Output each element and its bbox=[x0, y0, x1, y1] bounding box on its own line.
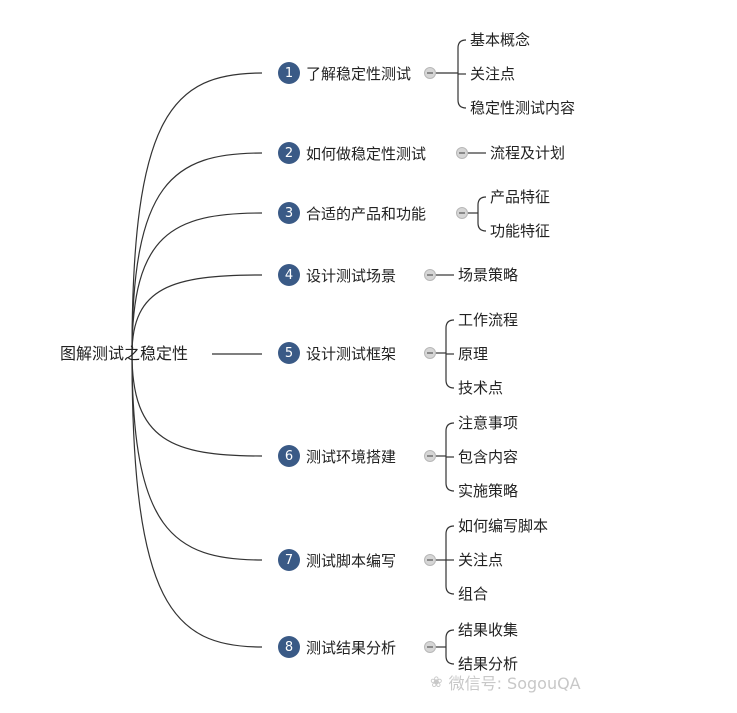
number-badge: 7 bbox=[278, 549, 300, 571]
branch-node-4[interactable]: 4 设计测试场景 bbox=[278, 263, 396, 287]
leaf-topic[interactable]: 组合 bbox=[458, 585, 489, 603]
connector-branch-6 bbox=[131, 353, 263, 457]
branch-label: 了解稳定性测试 bbox=[306, 64, 412, 83]
collapse-toggle-icon[interactable] bbox=[424, 641, 436, 653]
leaf-topic[interactable]: 流程及计划 bbox=[490, 144, 566, 162]
connector-branch-7 bbox=[131, 353, 263, 561]
leaf-topic[interactable]: 实施策略 bbox=[458, 482, 519, 500]
leaf-topic[interactable]: 功能特征 bbox=[490, 222, 551, 240]
branch-label: 合适的产品和功能 bbox=[306, 204, 427, 223]
collapse-toggle-icon[interactable] bbox=[424, 554, 436, 566]
leaf-topic[interactable]: 关注点 bbox=[458, 551, 504, 569]
collapse-toggle-icon[interactable] bbox=[424, 67, 436, 79]
root-topic: 图解测试之稳定性 bbox=[60, 344, 189, 363]
connector-branch-2 bbox=[131, 152, 263, 355]
leaf-topic[interactable]: 技术点 bbox=[458, 379, 504, 397]
number-badge: 5 bbox=[278, 342, 300, 364]
leaf-topic[interactable]: 包含内容 bbox=[458, 448, 519, 466]
connector-branch-8 bbox=[131, 353, 263, 648]
branch-label: 如何做稳定性测试 bbox=[306, 144, 427, 163]
branch-label: 测试脚本编写 bbox=[306, 551, 397, 570]
collapse-toggle-icon[interactable] bbox=[456, 207, 468, 219]
branch-node-6[interactable]: 6 测试环境搭建 bbox=[278, 444, 396, 468]
leaf-topic[interactable]: 稳定性测试内容 bbox=[470, 99, 576, 117]
branch-node-7[interactable]: 7 测试脚本编写 bbox=[278, 548, 396, 572]
leaf-topic[interactable]: 原理 bbox=[458, 345, 489, 363]
number-badge: 8 bbox=[278, 636, 300, 658]
branch-label: 测试结果分析 bbox=[306, 638, 397, 657]
number-badge: 6 bbox=[278, 445, 300, 467]
connector-branch-3 bbox=[131, 212, 263, 355]
leaf-topic[interactable]: 工作流程 bbox=[458, 311, 519, 329]
number-badge: 3 bbox=[278, 202, 300, 224]
leaf-topic[interactable]: 注意事项 bbox=[458, 414, 519, 432]
branch-node-1[interactable]: 1 了解稳定性测试 bbox=[278, 61, 411, 85]
leaf-topic[interactable]: 场景策略 bbox=[458, 266, 519, 284]
leaf-topic[interactable]: 结果收集 bbox=[458, 621, 519, 639]
collapse-toggle-icon[interactable] bbox=[424, 347, 436, 359]
watermark-text: 微信号: SogouQA bbox=[448, 674, 581, 693]
number-badge: 4 bbox=[278, 264, 300, 286]
leaf-bracket-3 bbox=[477, 196, 487, 232]
branch-node-3[interactable]: 3 合适的产品和功能 bbox=[278, 201, 426, 225]
leaf-topic[interactable]: 关注点 bbox=[470, 65, 516, 83]
collapse-toggle-icon[interactable] bbox=[456, 147, 468, 159]
collapse-toggle-icon[interactable] bbox=[424, 269, 436, 281]
leaf-topic[interactable]: 基本概念 bbox=[470, 31, 531, 49]
number-badge: 2 bbox=[278, 142, 300, 164]
branch-node-5[interactable]: 5 设计测试框架 bbox=[278, 341, 396, 365]
branch-label: 测试环境搭建 bbox=[306, 447, 397, 466]
leaf-topic[interactable]: 如何编写脚本 bbox=[458, 517, 549, 535]
watermark: ❀ 微信号: SogouQA bbox=[430, 670, 581, 694]
wechat-icon: ❀ bbox=[430, 673, 443, 691]
leaf-bracket-8 bbox=[445, 629, 455, 665]
branch-node-8[interactable]: 8 测试结果分析 bbox=[278, 635, 396, 659]
leaf-topic[interactable]: 产品特征 bbox=[490, 188, 551, 206]
branch-node-2[interactable]: 2 如何做稳定性测试 bbox=[278, 141, 426, 165]
connector-branch-4 bbox=[131, 274, 263, 355]
connector-branch-1 bbox=[131, 72, 263, 355]
collapse-toggle-icon[interactable] bbox=[424, 450, 436, 462]
leaf-topic[interactable]: 结果分析 bbox=[458, 655, 519, 673]
branch-label: 设计测试框架 bbox=[306, 344, 397, 363]
number-badge: 1 bbox=[278, 62, 300, 84]
branch-label: 设计测试场景 bbox=[306, 266, 397, 285]
